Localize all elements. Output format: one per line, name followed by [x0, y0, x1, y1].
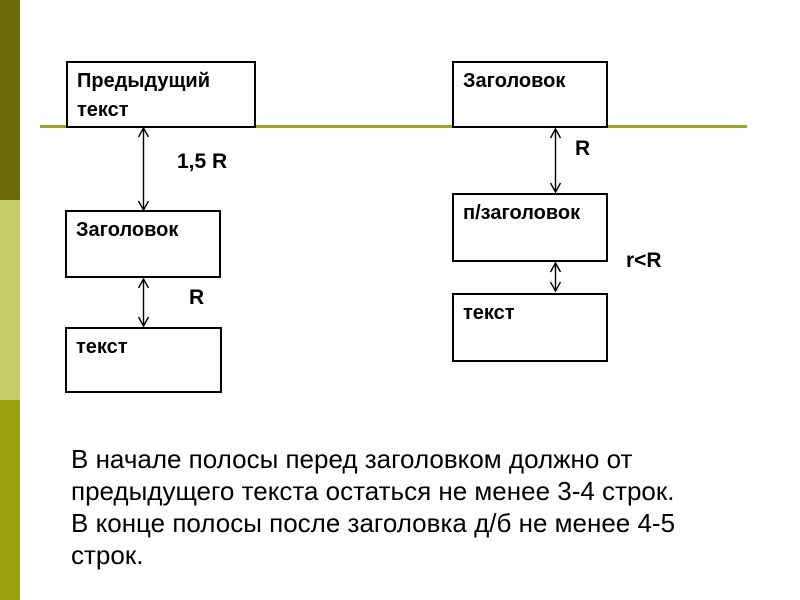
box-previous-text: Предыдущий текст [66, 61, 256, 128]
sidebar-segment-light-green [0, 200, 20, 400]
sidebar-segment-dark-olive [0, 0, 20, 200]
box-heading-right: Заголовок [452, 61, 608, 128]
box-text-right: текст [452, 293, 608, 362]
spacing-arrow-right-1 [549, 127, 562, 194]
note-paragraph: В начале полосы перед заголовком должно … [71, 443, 731, 571]
slide-sidebar-decoration [0, 0, 20, 600]
accent-divider-line [40, 125, 747, 128]
box-subheading: п/заголовок [452, 193, 608, 262]
spacing-arrow-left-2 [137, 277, 150, 328]
note-line-3: В конце полосы после заголовка д/б не ме… [71, 508, 676, 538]
sidebar-segment-olive [0, 400, 20, 600]
gap-label-R-left: R [189, 286, 205, 309]
note-line-2: предыдущего текста остаться не менее 3-4… [71, 476, 675, 506]
gap-label-R-right: R [575, 137, 591, 160]
box-text-left: текст [65, 327, 222, 393]
spacing-arrow-left-1 [137, 126, 150, 212]
gap-label-1-5R: 1,5 R [177, 150, 228, 173]
box-heading-left: Заголовок [65, 210, 221, 278]
note-line-4: строк. [71, 540, 144, 570]
gap-label-r-less-R: r<R [626, 249, 662, 272]
spacing-arrow-right-2 [549, 261, 562, 293]
note-line-1: В начале полосы перед заголовком должно … [71, 444, 633, 474]
